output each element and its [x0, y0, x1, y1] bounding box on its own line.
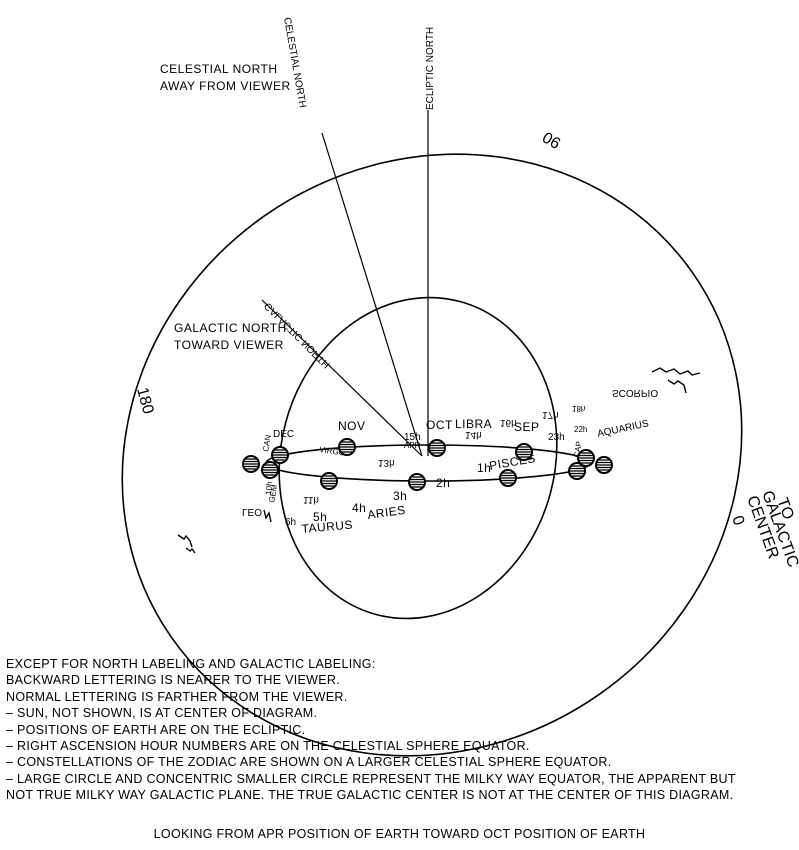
earth-position-marker — [242, 455, 260, 473]
hour-label-1h: 1h — [477, 461, 491, 475]
svg-text:0: 0 — [728, 514, 747, 528]
hour-label-16h: 16h — [500, 417, 517, 428]
hour-label-22h: 22h — [574, 425, 587, 434]
degree-90-label: 90 — [540, 128, 564, 152]
hour-label-3h: 3h — [393, 489, 407, 503]
celestial-north-axis-line — [321, 132, 423, 457]
galactic-north-note-2: TOWARD VIEWER — [174, 338, 284, 352]
note-line: – RIGHT ASCENSION HOUR NUMBERS ARE ON TH… — [6, 739, 530, 754]
galactic-north-axis-line — [261, 299, 423, 457]
earth-position-marker — [515, 443, 533, 461]
month-label-dec: DEC — [273, 429, 294, 440]
earth-position-marker — [338, 438, 356, 456]
earth-position-marker — [595, 456, 613, 474]
milky-way-large-circle — [121, 153, 743, 757]
earth-position-marker — [568, 462, 586, 480]
constellation-leo: LEO — [242, 506, 262, 517]
earth-position-marker — [577, 449, 595, 467]
earth-position-marker — [261, 461, 279, 479]
note-line: – POSITIONS OF EARTH ARE ON THE ECLIPTIC… — [6, 722, 306, 737]
constellation-cap: CAP — [572, 441, 584, 459]
constellation-can: CAN — [261, 434, 273, 452]
earth-position-marker — [428, 439, 446, 457]
note-line: – CONSTELLATIONS OF THE ZODIAC ARE SHOWN… — [6, 755, 612, 770]
note-line: – LARGE CIRCLE AND CONCENTRIC SMALLER CI… — [6, 771, 736, 786]
earth-position-marker — [271, 446, 289, 464]
constellation-aquarius: AQUARIUS — [596, 418, 650, 440]
ecliptic-north-axis-label: ECLIPTIC NORTH — [425, 27, 436, 110]
constellation-libra: LIBRA — [455, 417, 492, 431]
galactic-center-label: TO GALACTIC CENTER 0 — [728, 489, 799, 570]
hour-label-11h: 11h — [303, 494, 319, 505]
milky-way-small-circle — [278, 296, 558, 620]
hour-label-23h: 23h — [548, 432, 565, 443]
scribble-marks — [177, 367, 701, 554]
hour-label-2h: 2h — [436, 476, 450, 490]
note-line: NORMAL LETTERING IS FARTHER FROM THE VIE… — [6, 689, 348, 704]
hour-label-14h: 14h — [465, 429, 482, 440]
hour-label-10h: 10h — [264, 481, 274, 495]
note-line: NOT TRUE MILKY WAY GALACTIC PLANE. THE T… — [6, 788, 734, 803]
hour-label-6h: 6h — [285, 517, 296, 528]
diagram-caption: LOOKING FROM APR POSITION OF EARTH TOWAR… — [153, 827, 646, 841]
constellation-aries: ARIES — [366, 503, 406, 522]
constellation-scorpio: SCORPIO — [612, 387, 658, 398]
galactic-north-note-1: GALACTIC NORTH — [174, 321, 287, 335]
svg-text:TO: TO — [773, 496, 796, 522]
month-label-nov: NOV — [338, 419, 366, 433]
earth-position-marker — [499, 469, 517, 487]
hour-label-13h: 13h — [378, 457, 395, 468]
earth-position-marker — [408, 473, 426, 491]
month-label-apr: APR — [404, 441, 421, 450]
note-line: EXCEPT FOR NORTH LABELING AND GALACTIC L… — [6, 657, 376, 671]
earth-position-marker — [320, 472, 338, 490]
explanation-notes: EXCEPT FOR NORTH LABELING AND GALACTIC L… — [6, 656, 796, 804]
earth-positions — [242, 438, 613, 491]
constellation-gem: GEM — [267, 484, 279, 504]
month-label-oct: OCT — [426, 418, 453, 432]
celestial-north-note-2: AWAY FROM VIEWER — [160, 79, 291, 93]
constellation-taurus: TAURUS — [301, 518, 353, 536]
hour-label-5h: 5h — [313, 510, 327, 524]
note-line: – SUN, NOT SHOWN, IS AT CENTER OF DIAGRA… — [6, 706, 318, 721]
hour-label-4h: 4h — [352, 501, 366, 515]
hour-label-18h: 18h — [572, 404, 585, 413]
month-label-sep: SEP — [514, 420, 540, 434]
degree-180-label: 180 — [133, 386, 156, 416]
celestial-north-axis-label: CELESTIAL NORTH — [281, 17, 308, 109]
celestial-north-note-1: CELESTIAL NORTH — [160, 62, 278, 76]
note-line: BACKWARD LETTERING IS NEARER TO THE VIEW… — [6, 673, 341, 688]
hour-label-17h: 17h — [542, 409, 559, 420]
hour-label-15h: 15h — [404, 432, 421, 443]
